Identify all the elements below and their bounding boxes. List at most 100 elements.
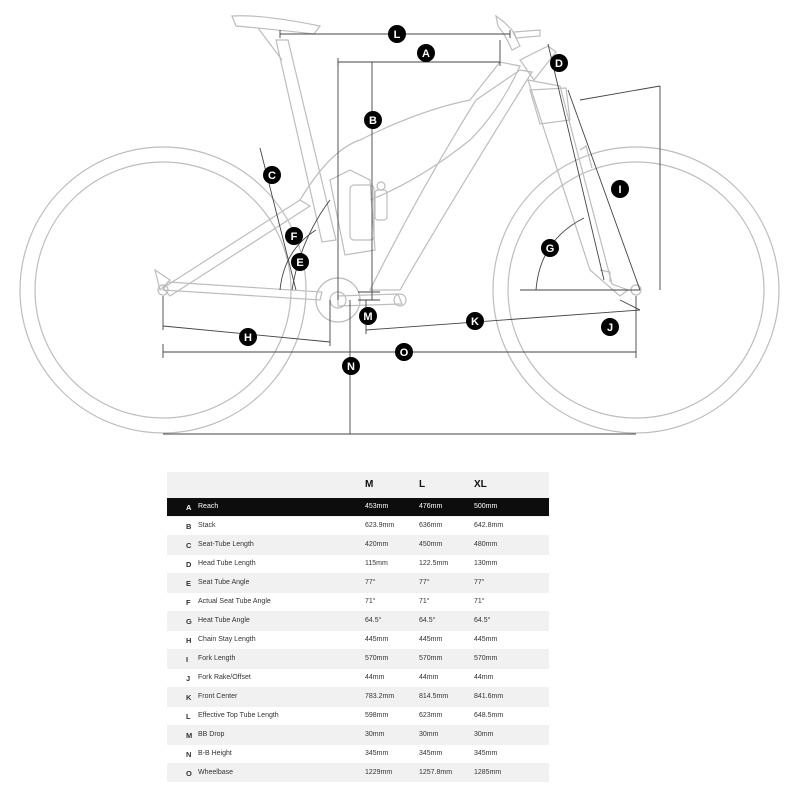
- cell-m: 445mm: [365, 636, 389, 643]
- cell-m: 345mm: [365, 750, 389, 757]
- svg-text:I: I: [618, 184, 621, 196]
- cell-xl: 642.8mm: [474, 522, 504, 529]
- table-row: H Chain Stay Length 445mm 445mm 445mm: [167, 631, 549, 649]
- cell-xl: 648.5mm: [474, 712, 504, 719]
- cell-m: 623.9mm: [365, 522, 395, 529]
- marker-b: B: [364, 111, 382, 129]
- svg-text:L: L: [394, 29, 401, 41]
- marker-j: J: [601, 318, 619, 336]
- cell-xl: 64.5°: [474, 617, 491, 624]
- row-letter: I: [186, 655, 189, 664]
- cell-l: 476mm: [419, 503, 443, 510]
- cell-xl: 570mm: [474, 655, 498, 662]
- cell-l: 450mm: [419, 541, 443, 548]
- svg-text:G: G: [546, 243, 555, 255]
- cell-m: 64.5°: [365, 617, 382, 624]
- front-wheel: [492, 146, 780, 434]
- cell-m: 115mm: [365, 560, 388, 567]
- size-header-xl: XL: [474, 479, 487, 490]
- marker-i: I: [611, 180, 629, 198]
- table-header: M L XL: [167, 472, 549, 496]
- marker-h: H: [239, 328, 257, 346]
- row-label: Seat-Tube Length: [198, 541, 254, 548]
- cell-m: 71°: [365, 598, 376, 605]
- cell-m: 30mm: [365, 731, 385, 738]
- cell-m: 77°: [365, 579, 376, 586]
- cell-m: 570mm: [365, 655, 389, 662]
- cell-m: 44mm: [365, 674, 385, 681]
- row-letter: E: [186, 579, 192, 588]
- svg-text:O: O: [400, 347, 409, 359]
- cell-xl: 841.6mm: [474, 693, 504, 700]
- table-row: E Seat Tube Angle 77° 77° 77°: [167, 574, 549, 592]
- cell-xl: 71°: [474, 598, 485, 605]
- marker-o: O: [395, 343, 413, 361]
- cell-l: 445mm: [419, 636, 443, 643]
- cell-xl: 345mm: [474, 750, 498, 757]
- row-label: Heat Tube Angle: [198, 617, 250, 624]
- cell-m: 783.2mm: [365, 693, 395, 700]
- marker-g: G: [541, 239, 559, 257]
- cell-xl: 1285mm: [474, 769, 502, 776]
- cell-l: 636mm: [419, 522, 443, 529]
- svg-text:D: D: [555, 58, 563, 70]
- row-label: Actual Seat Tube Angle: [198, 598, 271, 605]
- cell-l: 570mm: [419, 655, 443, 662]
- row-letter: N: [186, 750, 192, 759]
- cell-l: 44mm: [419, 674, 439, 681]
- row-label: Fork Length: [198, 655, 236, 662]
- bike-frame: [154, 14, 630, 323]
- row-label: Seat Tube Angle: [198, 579, 250, 586]
- row-label: Chain Stay Length: [198, 636, 256, 643]
- row-label: Reach: [198, 503, 219, 510]
- row-letter: B: [186, 522, 192, 531]
- cell-l: 623mm: [419, 712, 443, 719]
- cell-l: 814.5mm: [419, 693, 449, 700]
- cell-l: 71°: [419, 598, 430, 605]
- marker-d: D: [550, 54, 568, 72]
- table-row: I Fork Length 570mm 570mm 570mm: [167, 650, 549, 668]
- table-row: B Stack 623.9mm 636mm 642.8mm: [167, 517, 549, 535]
- row-label: Stack: [198, 522, 216, 529]
- cell-m: 598mm: [365, 712, 389, 719]
- cell-m: 453mm: [365, 503, 389, 510]
- row-letter: O: [186, 769, 192, 778]
- row-label: B-B Height: [198, 750, 232, 757]
- svg-text:J: J: [607, 322, 613, 334]
- marker-c: C: [263, 166, 281, 184]
- svg-text:A: A: [422, 48, 430, 60]
- marker-e: E: [291, 253, 309, 271]
- cell-l: 77°: [419, 579, 430, 586]
- cell-xl: 30mm: [474, 731, 494, 738]
- svg-text:E: E: [296, 257, 303, 269]
- svg-text:N: N: [347, 361, 355, 373]
- svg-text:K: K: [471, 316, 479, 328]
- cell-l: 30mm: [419, 731, 439, 738]
- row-label: BB Drop: [198, 731, 225, 738]
- row-letter: D: [186, 560, 192, 569]
- cell-m: 420mm: [365, 541, 389, 548]
- cell-xl: 480mm: [474, 541, 498, 548]
- row-label: Effective Top Tube Length: [198, 712, 279, 719]
- row-label: Fork Rake/Offset: [198, 674, 251, 681]
- row-letter: H: [186, 636, 192, 645]
- svg-text:B: B: [369, 115, 377, 127]
- cell-xl: 77°: [474, 579, 485, 586]
- cell-m: 1229mm: [365, 769, 393, 776]
- cell-xl: 445mm: [474, 636, 498, 643]
- cell-l: 1257.8mm: [419, 769, 453, 776]
- row-label: Head Tube Length: [198, 560, 256, 567]
- marker-k: K: [466, 312, 484, 330]
